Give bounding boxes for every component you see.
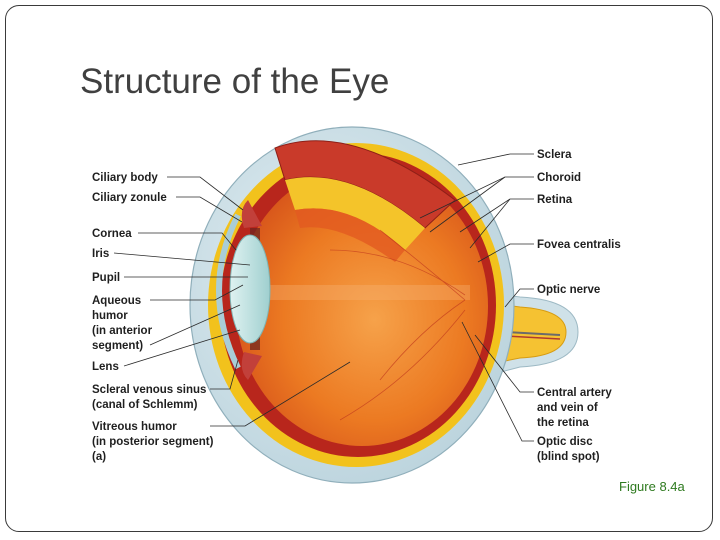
section-plane: [260, 285, 470, 300]
slide-title: Structure of the Eye: [80, 62, 390, 101]
label-vitreous-humor: Vitreous humor (in posterior segment) (a…: [92, 421, 217, 463]
leader-lines-left: [113, 176, 351, 427]
retinal-vessels: [329, 229, 466, 421]
label-retina: Retina: [537, 194, 573, 206]
label-lens: Lens: [92, 361, 119, 373]
label-ciliary-body: Ciliary body: [92, 172, 158, 184]
label-cornea: Cornea: [92, 228, 132, 240]
label-choroid: Choroid: [537, 172, 581, 184]
label-pupil: Pupil: [92, 272, 120, 284]
cutaway-layers: [274, 140, 456, 262]
label-optic-nerve: Optic nerve: [537, 284, 600, 296]
cornea-shape: [216, 213, 241, 370]
label-optic-disc: Optic disc (blind spot): [537, 436, 600, 463]
label-central-artery: Central artery and vein of the retina: [537, 387, 615, 429]
vitreous-shape: [236, 166, 488, 446]
label-scleral-venous-sinus: Scleral venous sinus (canal of Schlemm): [92, 384, 210, 411]
label-sclera: Sclera: [537, 149, 572, 161]
label-ciliary-zonule: Ciliary zonule: [92, 192, 167, 204]
leader-lines-right: [419, 153, 534, 442]
label-aqueous-humor: Aqueous humor (in anterior segment): [92, 295, 155, 352]
ciliary-body-shape: [241, 200, 262, 380]
label-fovea-centralis: Fovea centralis: [537, 239, 621, 251]
label-iris: Iris: [92, 248, 109, 260]
lens-shape: [229, 234, 271, 344]
labels-left: Ciliary body Ciliary zonule Cornea Iris …: [92, 172, 217, 463]
labels-right: Sclera Choroid Retina Fovea centralis Op…: [537, 149, 621, 463]
figure-caption: Figure 8.4a: [619, 479, 685, 494]
